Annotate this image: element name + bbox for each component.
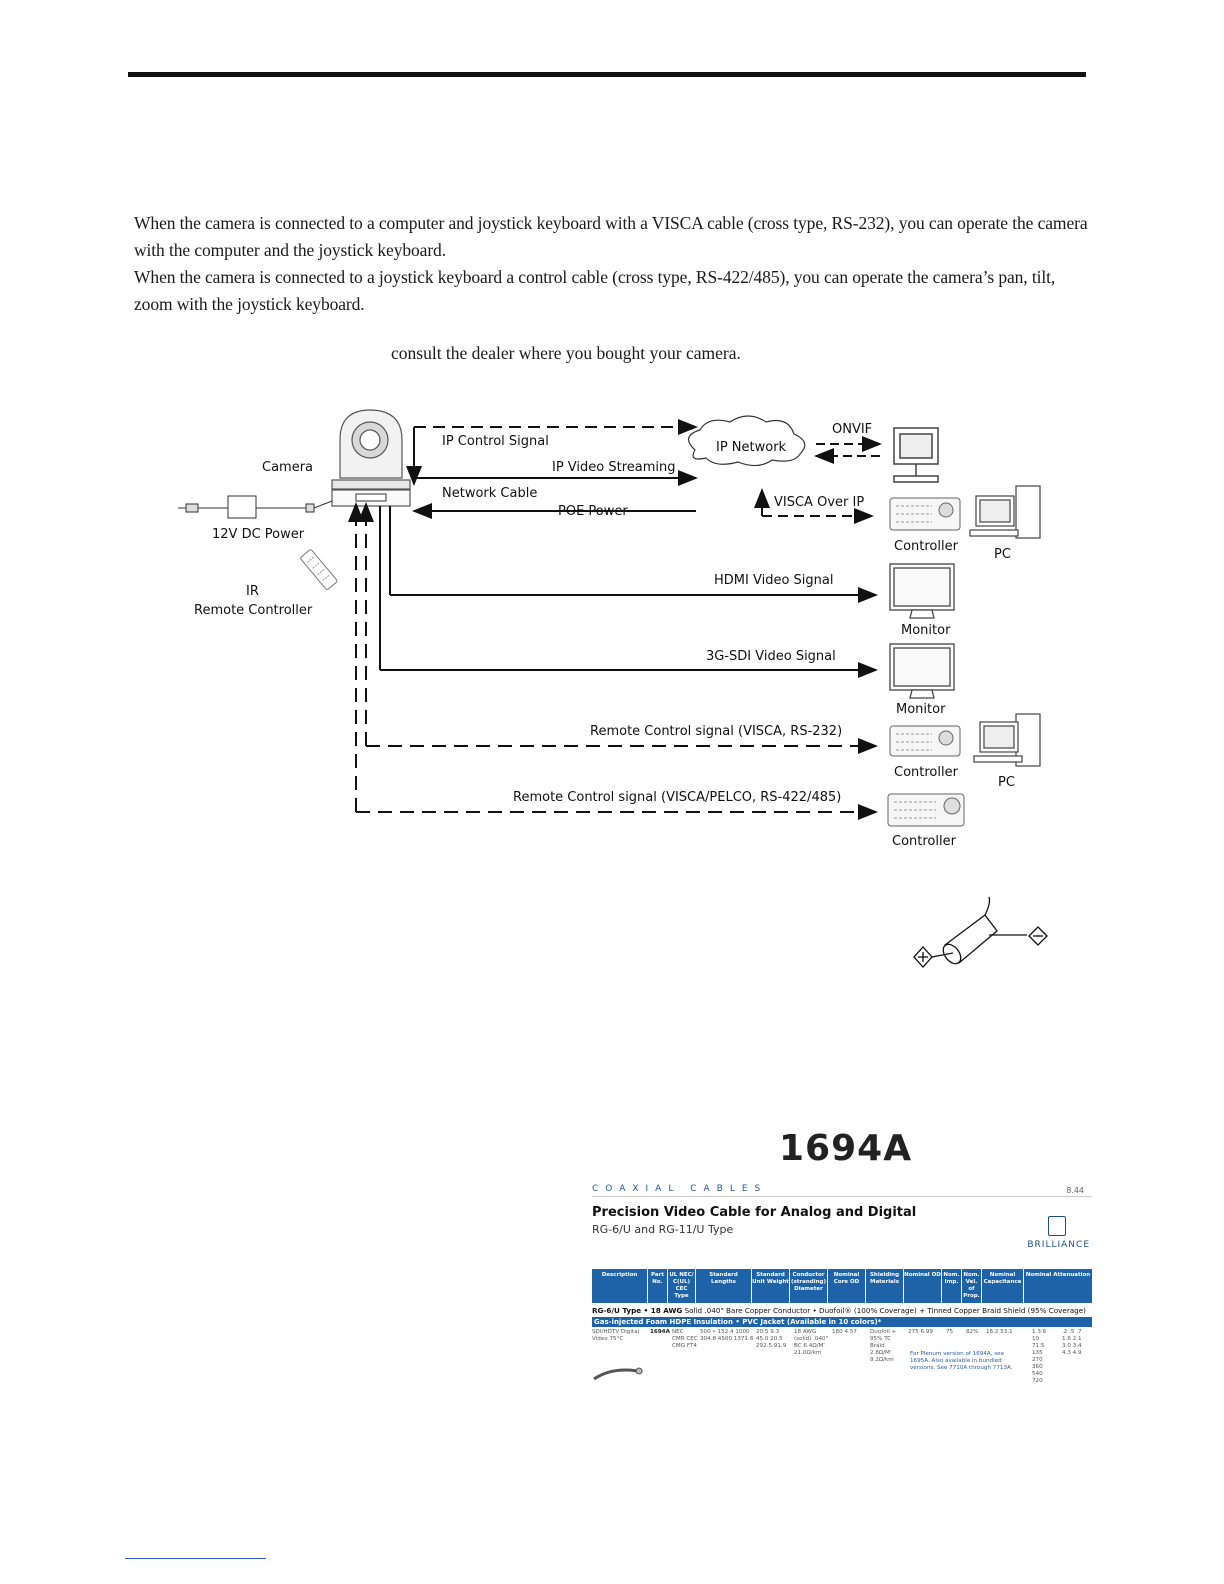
label-visca-over-ip: VISCA Over IP bbox=[774, 495, 864, 510]
cell-cap: 16.2 53.1 bbox=[986, 1329, 1013, 1335]
label-remote-controller: Remote Controller bbox=[194, 603, 313, 618]
cell-mhz: 1 3.6 10 71.5 135 270 360 540 720 bbox=[1032, 1329, 1047, 1384]
dealer-note: consult the dealer where you bought your… bbox=[391, 343, 741, 363]
th-core: Nominal Core OD bbox=[828, 1269, 866, 1303]
cell-lengths: 500 • 152.4 1000 304.8 4500 1371.6 bbox=[700, 1329, 754, 1342]
pc-icon-2 bbox=[973, 713, 1041, 767]
cell-att: .2 .5 .7 1.6 2.1 3.0 3.4 4.3 4.9 bbox=[1062, 1329, 1082, 1356]
datasheet-table: Description Part No. UL NEC/ C(UL) CEC T… bbox=[592, 1269, 1092, 1389]
label-controller-2: Controller bbox=[894, 765, 959, 780]
datasheet-title: Precision Video Cable for Analog and Dig… bbox=[592, 1205, 917, 1220]
paragraph-rs485: When the camera is connected to a joysti… bbox=[134, 267, 1056, 314]
label-pc-1: PC bbox=[994, 547, 1011, 562]
datasheet-divider bbox=[592, 1196, 1092, 1197]
label-poe: POE Power bbox=[558, 504, 628, 519]
th-description: Description bbox=[592, 1269, 648, 1303]
th-od: Nominal OD bbox=[904, 1269, 942, 1303]
brilliance-logo-icon bbox=[1048, 1216, 1066, 1236]
label-dc-power: 12V DC Power bbox=[212, 527, 305, 542]
datasheet-table-header: Description Part No. UL NEC/ C(UL) CEC T… bbox=[592, 1269, 1092, 1303]
type-rest: Solid .040" Bare Copper Conductor • Duof… bbox=[682, 1306, 1086, 1315]
th-shield: Shielding Materials bbox=[866, 1269, 904, 1303]
dc-power-adapter-icon bbox=[178, 495, 333, 519]
label-network-cable: Network Cable bbox=[442, 486, 537, 501]
paragraph-rs232: When the camera is connected to a comput… bbox=[134, 213, 1088, 260]
th-lengths: Standard Lengths bbox=[696, 1269, 752, 1303]
label-ip-network: IP Network bbox=[716, 440, 787, 455]
th-capacitance: Nominal Capacitance bbox=[982, 1269, 1024, 1303]
connection-diagram: Camera 12V DC Power IR Remote Controller… bbox=[178, 409, 1041, 849]
th-weight: Standard Unit Weight bbox=[752, 1269, 790, 1303]
label-ip-video: IP Video Streaming bbox=[552, 460, 676, 475]
monitor-icon-2 bbox=[889, 643, 955, 699]
th-conductor: Conductor (stranding) Diameter bbox=[790, 1269, 828, 1303]
controller-icon-2 bbox=[889, 725, 961, 757]
cell-conductor: 18 AWG (solid) .040" BC 6.4Ω/M' 21.0Ω/km bbox=[794, 1329, 829, 1356]
pc-icon-1 bbox=[969, 485, 1041, 539]
th-vel: Nom. Vel. of Prop. bbox=[962, 1269, 982, 1303]
onvif-computer-icon bbox=[893, 427, 939, 483]
datasheet-page: 8.44 bbox=[1066, 1186, 1084, 1195]
controller-icon-1 bbox=[889, 497, 961, 531]
cell-plenum-note: For Plenum version of 1694A, see 1695A. … bbox=[910, 1351, 1013, 1371]
label-camera: Camera bbox=[262, 460, 313, 475]
cell-core: 180 4.57 bbox=[832, 1329, 857, 1335]
datasheet-section: COAXIAL CABLES bbox=[592, 1184, 768, 1194]
cell-desc: SDI/HDTV Digital Video 75°C bbox=[592, 1329, 640, 1342]
cell-imp: 75 bbox=[946, 1329, 954, 1335]
cell-vel: 82% bbox=[966, 1329, 979, 1335]
footer-link-underline[interactable] bbox=[125, 1558, 266, 1559]
label-onvif: ONVIF bbox=[832, 422, 872, 437]
datasheet-type-row: RG-6/U Type • 18 AWG Solid .040" Bare Co… bbox=[592, 1306, 1092, 1315]
label-monitor-1: Monitor bbox=[901, 623, 951, 638]
label-hdmi: HDMI Video Signal bbox=[714, 573, 833, 588]
cloud-icon bbox=[688, 415, 806, 467]
datasheet-subtitle: RG-6/U and RG-11/U Type bbox=[592, 1223, 734, 1236]
coax-cable-icon bbox=[593, 1367, 643, 1381]
th-attenuation: Nominal Attenuation bbox=[1025, 1272, 1091, 1278]
controller-icon-3 bbox=[887, 793, 965, 827]
label-ip-control: IP Control Signal bbox=[442, 434, 549, 449]
label-pc-2: PC bbox=[998, 775, 1015, 790]
label-sdi: 3G-SDI Video Signal bbox=[706, 649, 836, 664]
camera-icon bbox=[331, 409, 411, 507]
top-rule bbox=[128, 72, 1086, 77]
cell-nec: NEC CMR CEC CMG FT4 bbox=[672, 1329, 698, 1349]
cable-datasheet: 1694A COAXIAL CABLES 8.44 Precision Vide… bbox=[586, 1128, 1096, 1400]
label-controller-3: Controller bbox=[892, 834, 957, 849]
cell-part: 1694A bbox=[650, 1329, 670, 1335]
label-rc232: Remote Control signal (VISCA, RS-232) bbox=[590, 724, 842, 739]
datasheet-insulation-band: Gas-injected Foam HDPE Insulation • PVC … bbox=[592, 1317, 1092, 1327]
cell-od: 275 6.99 bbox=[908, 1329, 933, 1335]
label-ir: IR bbox=[246, 584, 259, 599]
type-bold: RG-6/U Type • 18 AWG bbox=[592, 1306, 683, 1315]
monitor-icon-1 bbox=[889, 563, 955, 619]
datasheet-model: 1694A bbox=[779, 1128, 913, 1169]
th-part: Part No. bbox=[648, 1269, 668, 1303]
ir-remote-icon bbox=[300, 549, 338, 590]
label-controller-1: Controller bbox=[894, 539, 959, 554]
cell-shield: Duofoil + 95% TC Braid 2.8Ω/M' 9.2Ω/km bbox=[870, 1329, 897, 1363]
label-monitor-2: Monitor bbox=[896, 702, 946, 717]
cell-weights: 20.5 9.3 45.0 20.5 292.5 91.9 bbox=[756, 1329, 787, 1349]
label-rc485: Remote Control signal (VISCA/PELCO, RS-4… bbox=[513, 790, 841, 805]
datasheet-rows: SDI/HDTV Digital Video 75°C 1694A NEC CM… bbox=[592, 1327, 1092, 1389]
datasheet-brand: BRILLIANCE bbox=[1027, 1240, 1090, 1250]
th-imp: Nom. Imp. bbox=[942, 1269, 962, 1303]
dc-plug-polarity-icon bbox=[913, 896, 1048, 968]
th-nec: UL NEC/ C(UL) CEC Type bbox=[668, 1269, 696, 1303]
